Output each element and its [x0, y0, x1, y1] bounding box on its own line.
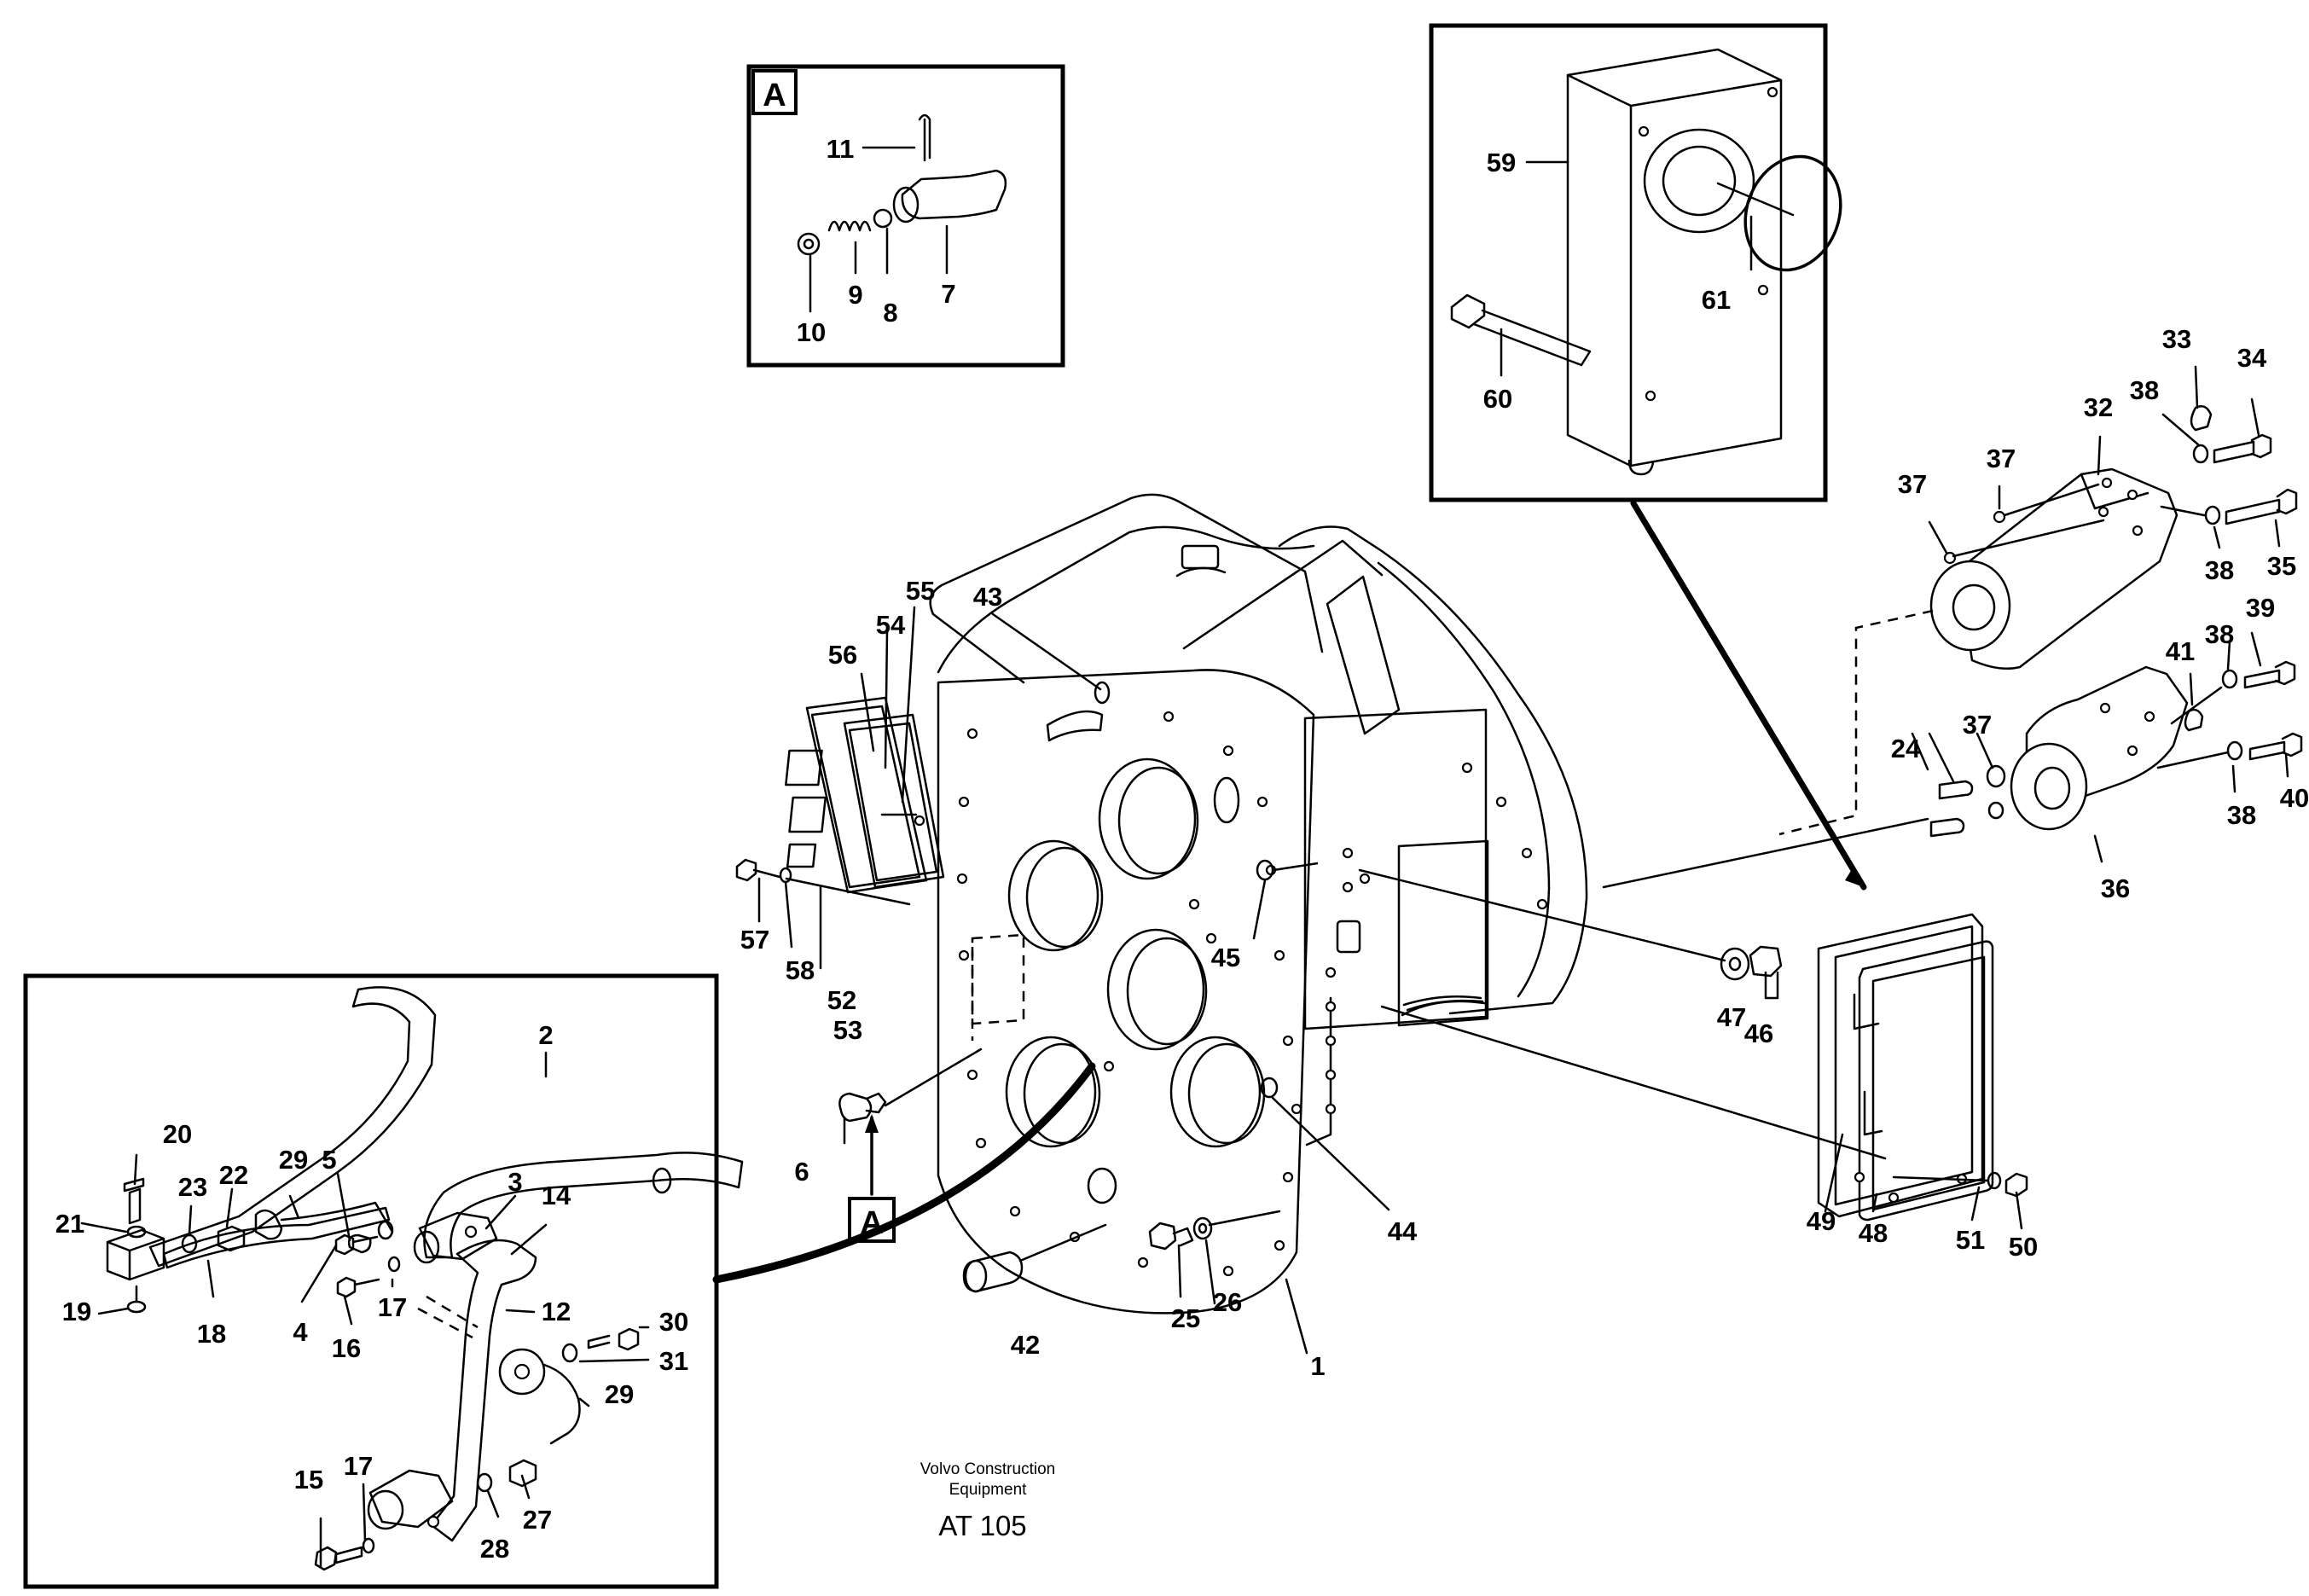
label-40: 40: [2280, 783, 2309, 813]
label-3: 3: [508, 1167, 522, 1197]
label-9: 9: [848, 280, 862, 310]
label-22: 22: [219, 1160, 248, 1190]
label-41: 41: [2166, 636, 2195, 666]
footer-credit: Volvo Construction Equipment AT 105: [920, 1460, 1055, 1541]
label-52: 52: [827, 985, 856, 1015]
label-33: 33: [2162, 324, 2191, 354]
label-28: 28: [480, 1534, 509, 1564]
label-49: 49: [1807, 1206, 1836, 1236]
valve-6-callout: A 6: [794, 1048, 983, 1243]
side-cover-assembly: 43 55 54 56 57 58 52 53: [735, 576, 1102, 1045]
transmission-housing: [929, 493, 1588, 1315]
label-38-b: 38: [2205, 555, 2234, 585]
label-2: 2: [538, 1020, 553, 1050]
label-55: 55: [906, 576, 935, 606]
label-4: 4: [293, 1317, 308, 1347]
label-53: 53: [833, 1015, 862, 1045]
label-11: 11: [827, 134, 855, 164]
inset-block-detail: 59 61 60: [1429, 23, 1867, 891]
label-43: 43: [973, 582, 1002, 612]
bearing-housings: 33 34 32 38 37 37 38 35 39 38 41 37 24 4…: [1602, 324, 2309, 903]
label-44: 44: [1388, 1216, 1418, 1246]
label-16: 16: [332, 1333, 361, 1363]
label-58: 58: [786, 955, 815, 985]
label-27: 27: [523, 1505, 552, 1535]
label-14: 14: [542, 1181, 571, 1210]
label-46: 46: [1744, 1019, 1773, 1048]
label-45: 45: [1211, 943, 1240, 972]
label-23: 23: [178, 1172, 207, 1202]
label-59: 59: [1487, 148, 1516, 177]
label-29-b: 29: [605, 1379, 634, 1409]
label-37-b: 37: [1898, 469, 1927, 499]
label-5: 5: [322, 1145, 336, 1175]
label-7: 7: [941, 279, 955, 309]
inset-a-valve-detail: A 11 7 8 9 10: [746, 64, 1065, 368]
label-25: 25: [1171, 1303, 1200, 1333]
label-54: 54: [876, 610, 906, 640]
label-56: 56: [828, 640, 857, 670]
label-60: 60: [1483, 384, 1512, 414]
label-32: 32: [2084, 392, 2113, 422]
label-38-c: 38: [2205, 619, 2234, 649]
label-48: 48: [1859, 1218, 1888, 1248]
label-50: 50: [2009, 1232, 2038, 1262]
label-19: 19: [62, 1297, 91, 1326]
inset-pipe-detail: 2 3 14 5 29 22 23 20 21 19 18 4 16 17 12…: [23, 973, 1096, 1589]
label-37-c: 37: [1963, 710, 1992, 740]
company-line-2: Equipment: [949, 1481, 1028, 1499]
housing-fasteners: 45 44 25 26 42 1 47 46: [962, 859, 1887, 1381]
label-21: 21: [55, 1209, 84, 1239]
label-18: 18: [197, 1319, 226, 1349]
label-10: 10: [797, 317, 826, 347]
inset-a-marker: A: [763, 78, 786, 113]
label-38-d: 38: [2227, 800, 2256, 830]
label-47: 47: [1717, 1002, 1746, 1032]
label-1: 1: [1310, 1351, 1325, 1381]
label-39: 39: [2246, 593, 2275, 623]
label-17-a: 17: [378, 1292, 407, 1322]
label-26: 26: [1213, 1287, 1242, 1317]
label-42: 42: [1011, 1330, 1040, 1360]
label-37-a: 37: [1987, 444, 2016, 473]
label-35: 35: [2267, 551, 2296, 581]
label-8: 8: [883, 298, 897, 328]
label-15: 15: [294, 1465, 323, 1494]
label-17-b: 17: [344, 1451, 373, 1481]
drawing-code: AT 105: [938, 1510, 1026, 1541]
label-51: 51: [1956, 1225, 1985, 1255]
label-20: 20: [163, 1119, 192, 1149]
label-36: 36: [2101, 873, 2130, 903]
label-24: 24: [1891, 734, 1921, 763]
company-line-1: Volvo Construction: [920, 1460, 1055, 1478]
label-61: 61: [1702, 285, 1731, 315]
cover-and-gasket: 49 48 51 50: [1807, 913, 2038, 1262]
label-30: 30: [659, 1307, 688, 1337]
label-57: 57: [740, 925, 769, 955]
label-29-a: 29: [279, 1145, 308, 1175]
label-12: 12: [542, 1297, 571, 1326]
label-34: 34: [2237, 343, 2267, 373]
label-38-a: 38: [2130, 375, 2159, 405]
label-6: 6: [794, 1157, 809, 1187]
label-31: 31: [659, 1346, 688, 1376]
